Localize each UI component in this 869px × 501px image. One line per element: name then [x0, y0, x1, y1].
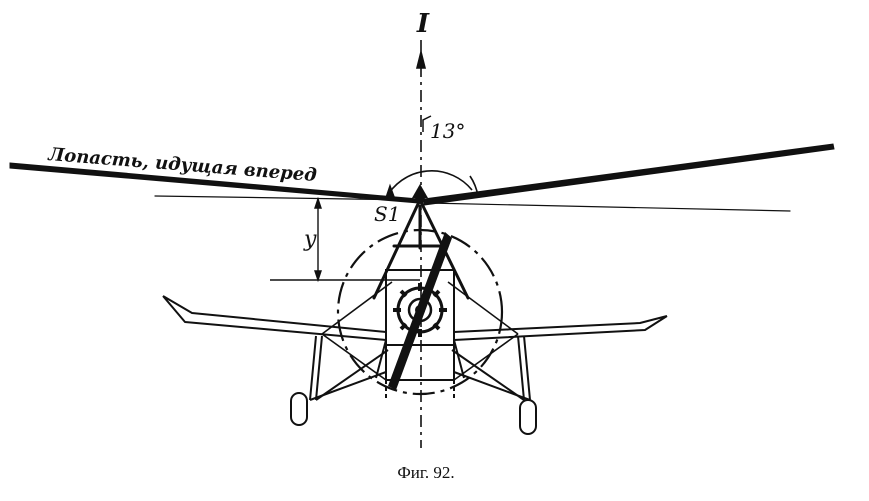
propeller-blade [388, 232, 452, 390]
figure-caption: Фиг. 92. [397, 463, 454, 482]
wing-struts [321, 281, 519, 381]
rotor-pylon [372, 202, 470, 300]
propeller-disc [336, 228, 504, 396]
retreating-blade [423, 143, 835, 206]
right-wing [453, 315, 668, 341]
wings [162, 295, 668, 341]
angle-label: 13° [430, 119, 465, 143]
hub-cone [412, 184, 428, 198]
angle-tick [422, 115, 432, 132]
left-wing [162, 295, 387, 341]
left-wheel [290, 392, 308, 426]
rotor-blades [9, 143, 835, 212]
hub-label: S1 [374, 202, 400, 226]
left-reference-line [154, 195, 417, 201]
axis-label-top: I [416, 9, 430, 39]
fuselage [385, 269, 455, 381]
height-label: y [303, 227, 317, 252]
right-reference-line [426, 202, 791, 212]
right-wheel [519, 399, 537, 435]
wheels [290, 392, 537, 435]
height-dimension [270, 196, 420, 283]
angle-arc [384, 170, 479, 199]
landing-gear [309, 335, 531, 401]
